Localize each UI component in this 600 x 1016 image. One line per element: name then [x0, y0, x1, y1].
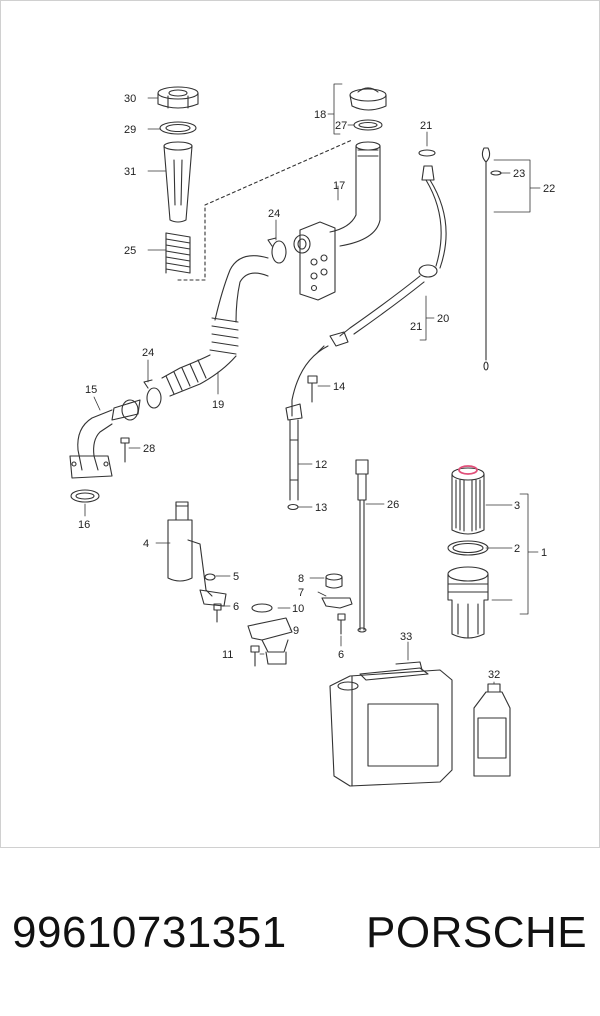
callout-30: 30	[124, 93, 136, 105]
callout-29: 29	[124, 124, 136, 136]
callout-16: 16	[78, 519, 90, 531]
parts-diagram: 30 29 31 25 18 27 17 24 21 23 22 20 21 2…	[0, 0, 600, 848]
part-18-filler-cap	[349, 87, 387, 111]
part-14-bolt	[307, 375, 318, 403]
callout-28: 28	[143, 443, 155, 455]
part-21-o-ring-upper	[418, 149, 436, 157]
part-19-vent-hose	[161, 255, 269, 397]
part-11-bolt	[250, 645, 260, 667]
part-15-elbow-fitting	[69, 399, 141, 479]
part-20-guide-tube	[285, 149, 447, 421]
part-3-oil-filter-element	[451, 467, 485, 535]
callout-21-lower: 21	[410, 321, 422, 333]
part-4-bracket	[167, 501, 213, 597]
part-30-cap-nut	[157, 86, 199, 109]
callout-11: 11	[222, 649, 233, 661]
callout-27: 27	[335, 120, 347, 132]
part-6-screw-right	[337, 613, 346, 635]
highlight-marker	[458, 465, 478, 475]
part-12-dipstick-tube	[289, 419, 299, 501]
callout-10: 10	[292, 603, 304, 615]
callout-24-lower: 24	[142, 347, 154, 359]
callout-12: 12	[315, 459, 327, 471]
part-25-spring	[165, 232, 191, 274]
part-24-hose-clamp-lower	[143, 379, 162, 409]
callout-2: 2	[514, 543, 520, 555]
callout-8: 8	[298, 573, 304, 585]
callout-33: 33	[400, 631, 412, 643]
part-16-seal-ring	[70, 489, 100, 503]
callout-15: 15	[85, 384, 97, 396]
callout-23: 23	[513, 168, 525, 180]
callout-20: 20	[437, 313, 449, 325]
part-29-ring	[159, 121, 197, 135]
callout-26: 26	[387, 499, 399, 511]
part-7-bracket	[321, 597, 353, 609]
part-10-o-ring	[251, 603, 273, 613]
callout-17: 17	[333, 180, 345, 192]
callout-22: 22	[543, 183, 555, 195]
callout-labels: 30 29 31 25 18 27 17 24 21 23 22 20 21 2…	[78, 93, 555, 681]
part-33-oil-canister	[329, 661, 453, 787]
part-8-grommet	[325, 573, 343, 589]
part-24-hose-clamp-upper	[267, 237, 287, 264]
part-17-filler-neck	[293, 141, 381, 301]
callout-6-left: 6	[233, 601, 239, 613]
leader-lines	[84, 83, 541, 685]
diagram-border	[0, 0, 600, 848]
callout-18: 18	[314, 109, 326, 121]
callout-13: 13	[315, 502, 327, 514]
part-1-filter-housing	[447, 566, 489, 639]
exploded-view-drawing: 30 29 31 25 18 27 17 24 21 23 22 20 21 2…	[0, 0, 600, 848]
part-28-screw	[120, 437, 130, 463]
callout-5: 5	[233, 571, 239, 583]
part-5-washer	[204, 573, 216, 581]
callout-1: 1	[541, 547, 547, 559]
part-9-oil-pickup	[247, 617, 293, 665]
callout-6-right: 6	[338, 649, 344, 661]
dashed-leader	[177, 139, 353, 281]
part-number-text: 99610731351	[12, 908, 287, 957]
callout-24-upper: 24	[268, 208, 280, 220]
callout-4: 4	[143, 538, 149, 550]
callout-32: 32	[488, 669, 500, 681]
callout-19: 19	[212, 399, 224, 411]
callout-9: 9	[293, 625, 299, 637]
part-26-sensor-rod	[355, 459, 369, 633]
callout-3: 3	[514, 500, 520, 512]
callout-21-upper: 21	[420, 120, 432, 132]
callout-7: 7	[298, 587, 304, 599]
part-31-filler-tube	[163, 141, 193, 223]
callout-31: 31	[124, 166, 136, 178]
brand-text: PORSCHE	[366, 908, 588, 957]
callout-25: 25	[124, 245, 136, 257]
caption-bar: 99610731351 PORSCHE	[0, 900, 600, 980]
callout-14: 14	[333, 381, 345, 393]
